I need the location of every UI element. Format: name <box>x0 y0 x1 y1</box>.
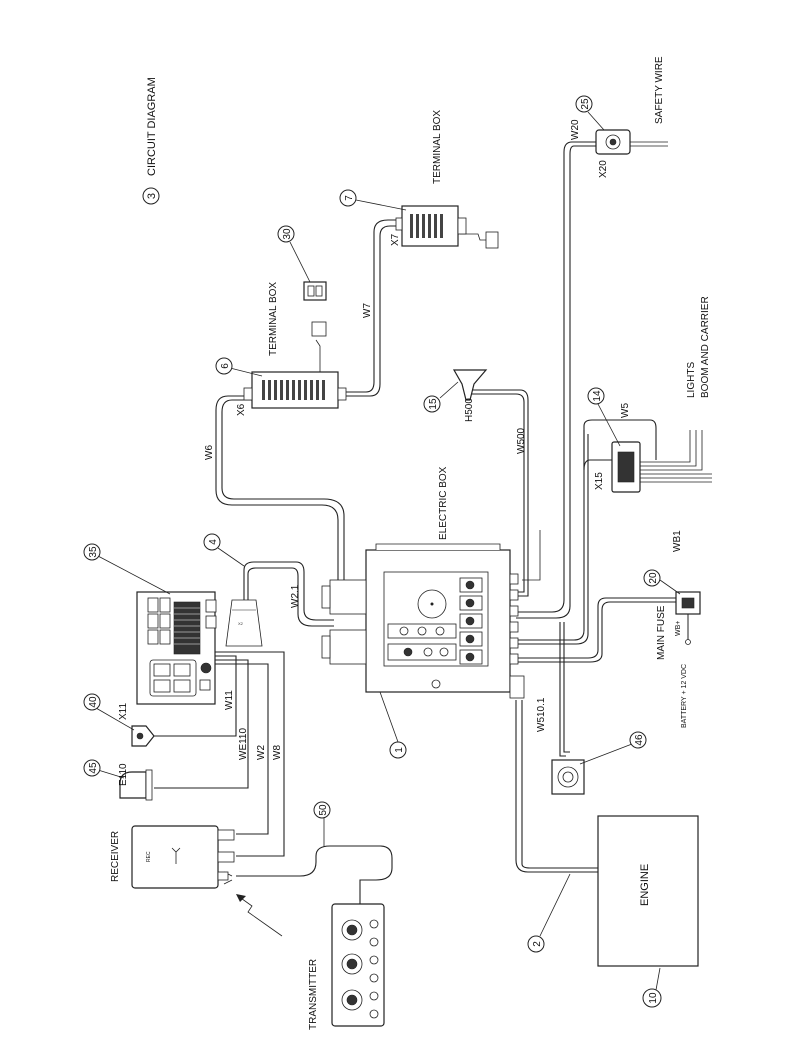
wb-plus-label: WB+ <box>675 621 682 636</box>
w2-1-label: W2.1 <box>290 584 301 608</box>
w11-label: W11 <box>224 690 235 710</box>
balloon-25: 25 <box>575 95 605 131</box>
svg-text:45: 45 <box>88 762 99 774</box>
svg-text:15: 15 <box>428 398 439 410</box>
we110-label: WE110 <box>238 728 249 760</box>
svg-text:X2: X2 <box>238 621 244 626</box>
safety-connector-25 <box>595 129 631 155</box>
safety-wire-label: SAFETY WIRE <box>654 56 665 124</box>
connector-40 <box>131 725 155 747</box>
svg-text:40: 40 <box>88 696 99 708</box>
lights-label-line1: LIGHTS <box>686 362 697 398</box>
balloon-45: 45 <box>83 759 125 779</box>
transmitter-50 <box>331 903 385 1027</box>
x20-label: X20 <box>598 160 609 178</box>
svg-text:35: 35 <box>88 546 99 558</box>
cable-connector-4: X2 <box>225 599 263 647</box>
receiver <box>131 825 235 889</box>
balloon-7: 7 <box>339 189 407 211</box>
beacon-45 <box>119 769 153 801</box>
receiver-label: RECEIVER <box>110 831 121 882</box>
e110-label: E110 <box>118 763 129 786</box>
balloon-30: 30 <box>277 225 311 283</box>
item-balloons: 1 2 4 6 7 10 14 <box>83 95 681 1008</box>
electric-box-1 <box>321 543 525 699</box>
diagram-title: CIRCUIT DIAGRAM <box>146 77 158 176</box>
electric-box-label: ELECTRIC BOX <box>438 466 449 540</box>
balloon-2: 2 <box>527 873 571 953</box>
battery-label: BATTERY + 12 VDC <box>681 664 688 728</box>
x7-label: X7 <box>390 233 401 246</box>
balloon-50: 50 <box>313 801 331 846</box>
w510-1-label: W510.1 <box>536 697 547 732</box>
balloon-46: 46 <box>579 731 647 765</box>
sensor-46 <box>551 759 585 795</box>
svg-text:20: 20 <box>648 572 659 584</box>
switch-30 <box>303 281 327 301</box>
w500-label: W500 <box>516 427 527 454</box>
radio-signal-arrow <box>236 894 246 902</box>
w6-label: W6 <box>204 445 215 460</box>
transmitter-label: TRANSMITTER <box>308 959 319 1030</box>
svg-text:7: 7 <box>344 195 355 201</box>
terminal-box-top-label: TERMINAL BOX <box>432 110 443 184</box>
w7-label: W7 <box>362 303 373 318</box>
terminal-box-mid-label: TERMINAL BOX <box>268 282 279 356</box>
svg-text:4: 4 <box>208 539 219 545</box>
svg-text:30: 30 <box>282 228 293 240</box>
svg-text:14: 14 <box>592 390 603 402</box>
balloon-4: 4 <box>203 533 245 567</box>
svg-text:1: 1 <box>394 747 405 753</box>
main-fuse-label: MAIN FUSE <box>656 605 667 660</box>
w8-label: W8 <box>272 745 283 760</box>
svg-text:2: 2 <box>532 941 543 947</box>
lights-label-line2: BOOM AND CARRIER <box>700 296 711 398</box>
title-number: 3 <box>146 193 158 199</box>
balloon-40: 40 <box>83 693 135 731</box>
lights-junction-14 <box>611 441 641 493</box>
w20-label: W20 <box>570 119 581 140</box>
horn-15 <box>452 369 488 401</box>
terminal-box-7 <box>395 205 499 249</box>
balloon-1: 1 <box>379 691 407 759</box>
connector-labels: X6 X7 X11 X15 X20 H500 E110 WB+ <box>118 160 682 786</box>
title-number-balloon <box>142 187 160 205</box>
balloon-35: 35 <box>83 543 171 595</box>
w5-label: W5 <box>620 403 631 418</box>
component-labels: TERMINAL BOX TERMINAL BOX SAFETY WIRE EL… <box>110 56 711 1030</box>
controller-plate-35 <box>136 591 217 705</box>
svg-text:25: 25 <box>580 98 591 110</box>
svg-text:6: 6 <box>220 363 231 369</box>
engine-label: ENGINE <box>639 864 651 906</box>
title-block: 3 CIRCUIT DIAGRAM <box>142 77 160 205</box>
radio-signal <box>237 895 283 937</box>
h500-label: H500 <box>464 398 475 422</box>
balloon-15: 15 <box>423 381 459 413</box>
wire-labels: W6 W7 W20 W500 W5 WB1 W2.1 W510.1 W11 WE… <box>204 119 683 760</box>
balloon-10: 10 <box>642 967 662 1008</box>
main-fuse-20 <box>675 591 701 645</box>
svg-text:46: 46 <box>634 734 645 746</box>
receiver-rec-label: REC <box>146 851 152 862</box>
engine-10 <box>597 815 699 967</box>
balloon-6: 6 <box>215 357 263 377</box>
w2-label: W2 <box>256 745 267 760</box>
balloon-14: 14 <box>587 387 621 447</box>
balloon-20: 20 <box>643 569 681 595</box>
x15-label: X15 <box>594 472 605 490</box>
svg-text:10: 10 <box>648 992 659 1004</box>
wiring <box>146 141 712 904</box>
svg-text:50: 50 <box>318 804 329 816</box>
wb1-label: WB1 <box>672 530 683 552</box>
x6-label: X6 <box>236 403 247 416</box>
terminal-box-6 <box>243 321 347 409</box>
x11-label: X11 <box>118 703 129 720</box>
